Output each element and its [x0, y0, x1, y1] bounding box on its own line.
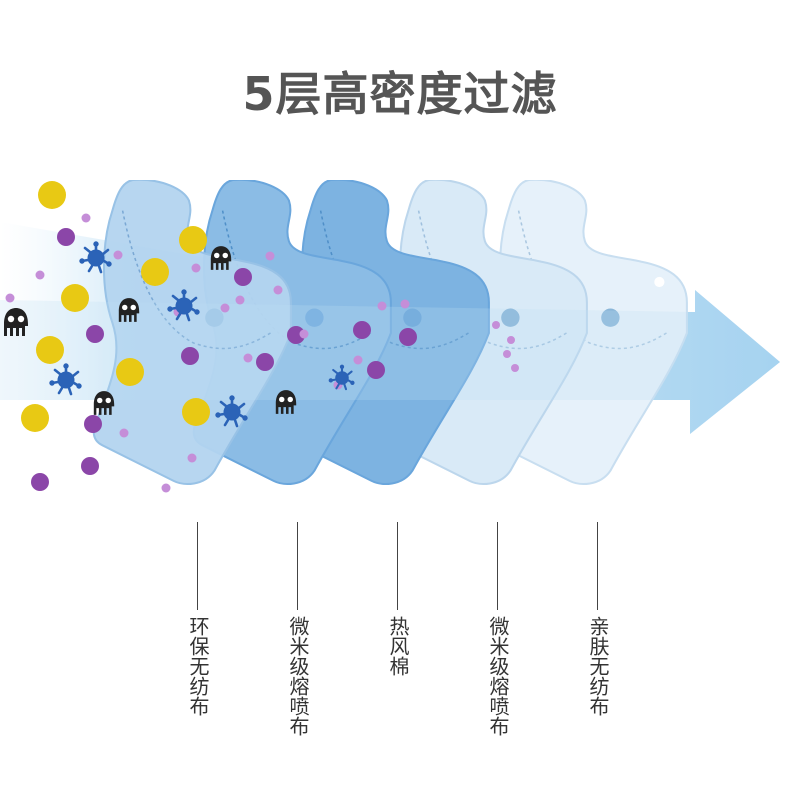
particle-icon [399, 328, 417, 346]
particle-icon [141, 258, 169, 286]
layer-5-label: 亲肤无纺布 [586, 616, 610, 716]
particle-icon [181, 347, 199, 365]
mask-layer-1 [92, 180, 292, 485]
particle-icon [31, 473, 49, 491]
particles-yellow [21, 181, 210, 432]
particle-icon [57, 228, 75, 246]
particle-icon [38, 181, 66, 209]
particle-icon [256, 353, 274, 371]
layer-1-label: 环保无纺布 [186, 616, 210, 716]
particle-icon [84, 415, 102, 433]
particle-icon [81, 457, 99, 475]
layer-4-pointer-line [497, 522, 498, 610]
layer-2-label: 微米级熔喷布 [286, 616, 310, 736]
particle-icon [61, 284, 89, 312]
particle-icon [116, 358, 144, 386]
particle-icon [21, 404, 49, 432]
layer-3-label: 热风棉 [386, 616, 410, 676]
particle-icon [86, 325, 104, 343]
particle-icon [234, 268, 252, 286]
layer-3-pointer-line [397, 522, 398, 610]
airflow-arrow-overlay [0, 240, 780, 434]
particles-purple [31, 228, 417, 491]
layer-1-pointer-line [197, 522, 198, 610]
layer-2-pointer-line [297, 522, 298, 610]
layer-4-label: 微米级熔喷布 [486, 616, 510, 736]
particle-icon [182, 398, 210, 426]
mask-layer-5 [488, 180, 688, 485]
layer-5-pointer-line [597, 522, 598, 610]
skull-icon [93, 391, 115, 415]
particle-icon [353, 321, 371, 339]
particle-icon [36, 336, 64, 364]
particle-icon [367, 361, 385, 379]
page-title: 5层高密度过滤 [242, 67, 558, 121]
particle-icon [179, 226, 207, 254]
particle-icon [287, 326, 305, 344]
